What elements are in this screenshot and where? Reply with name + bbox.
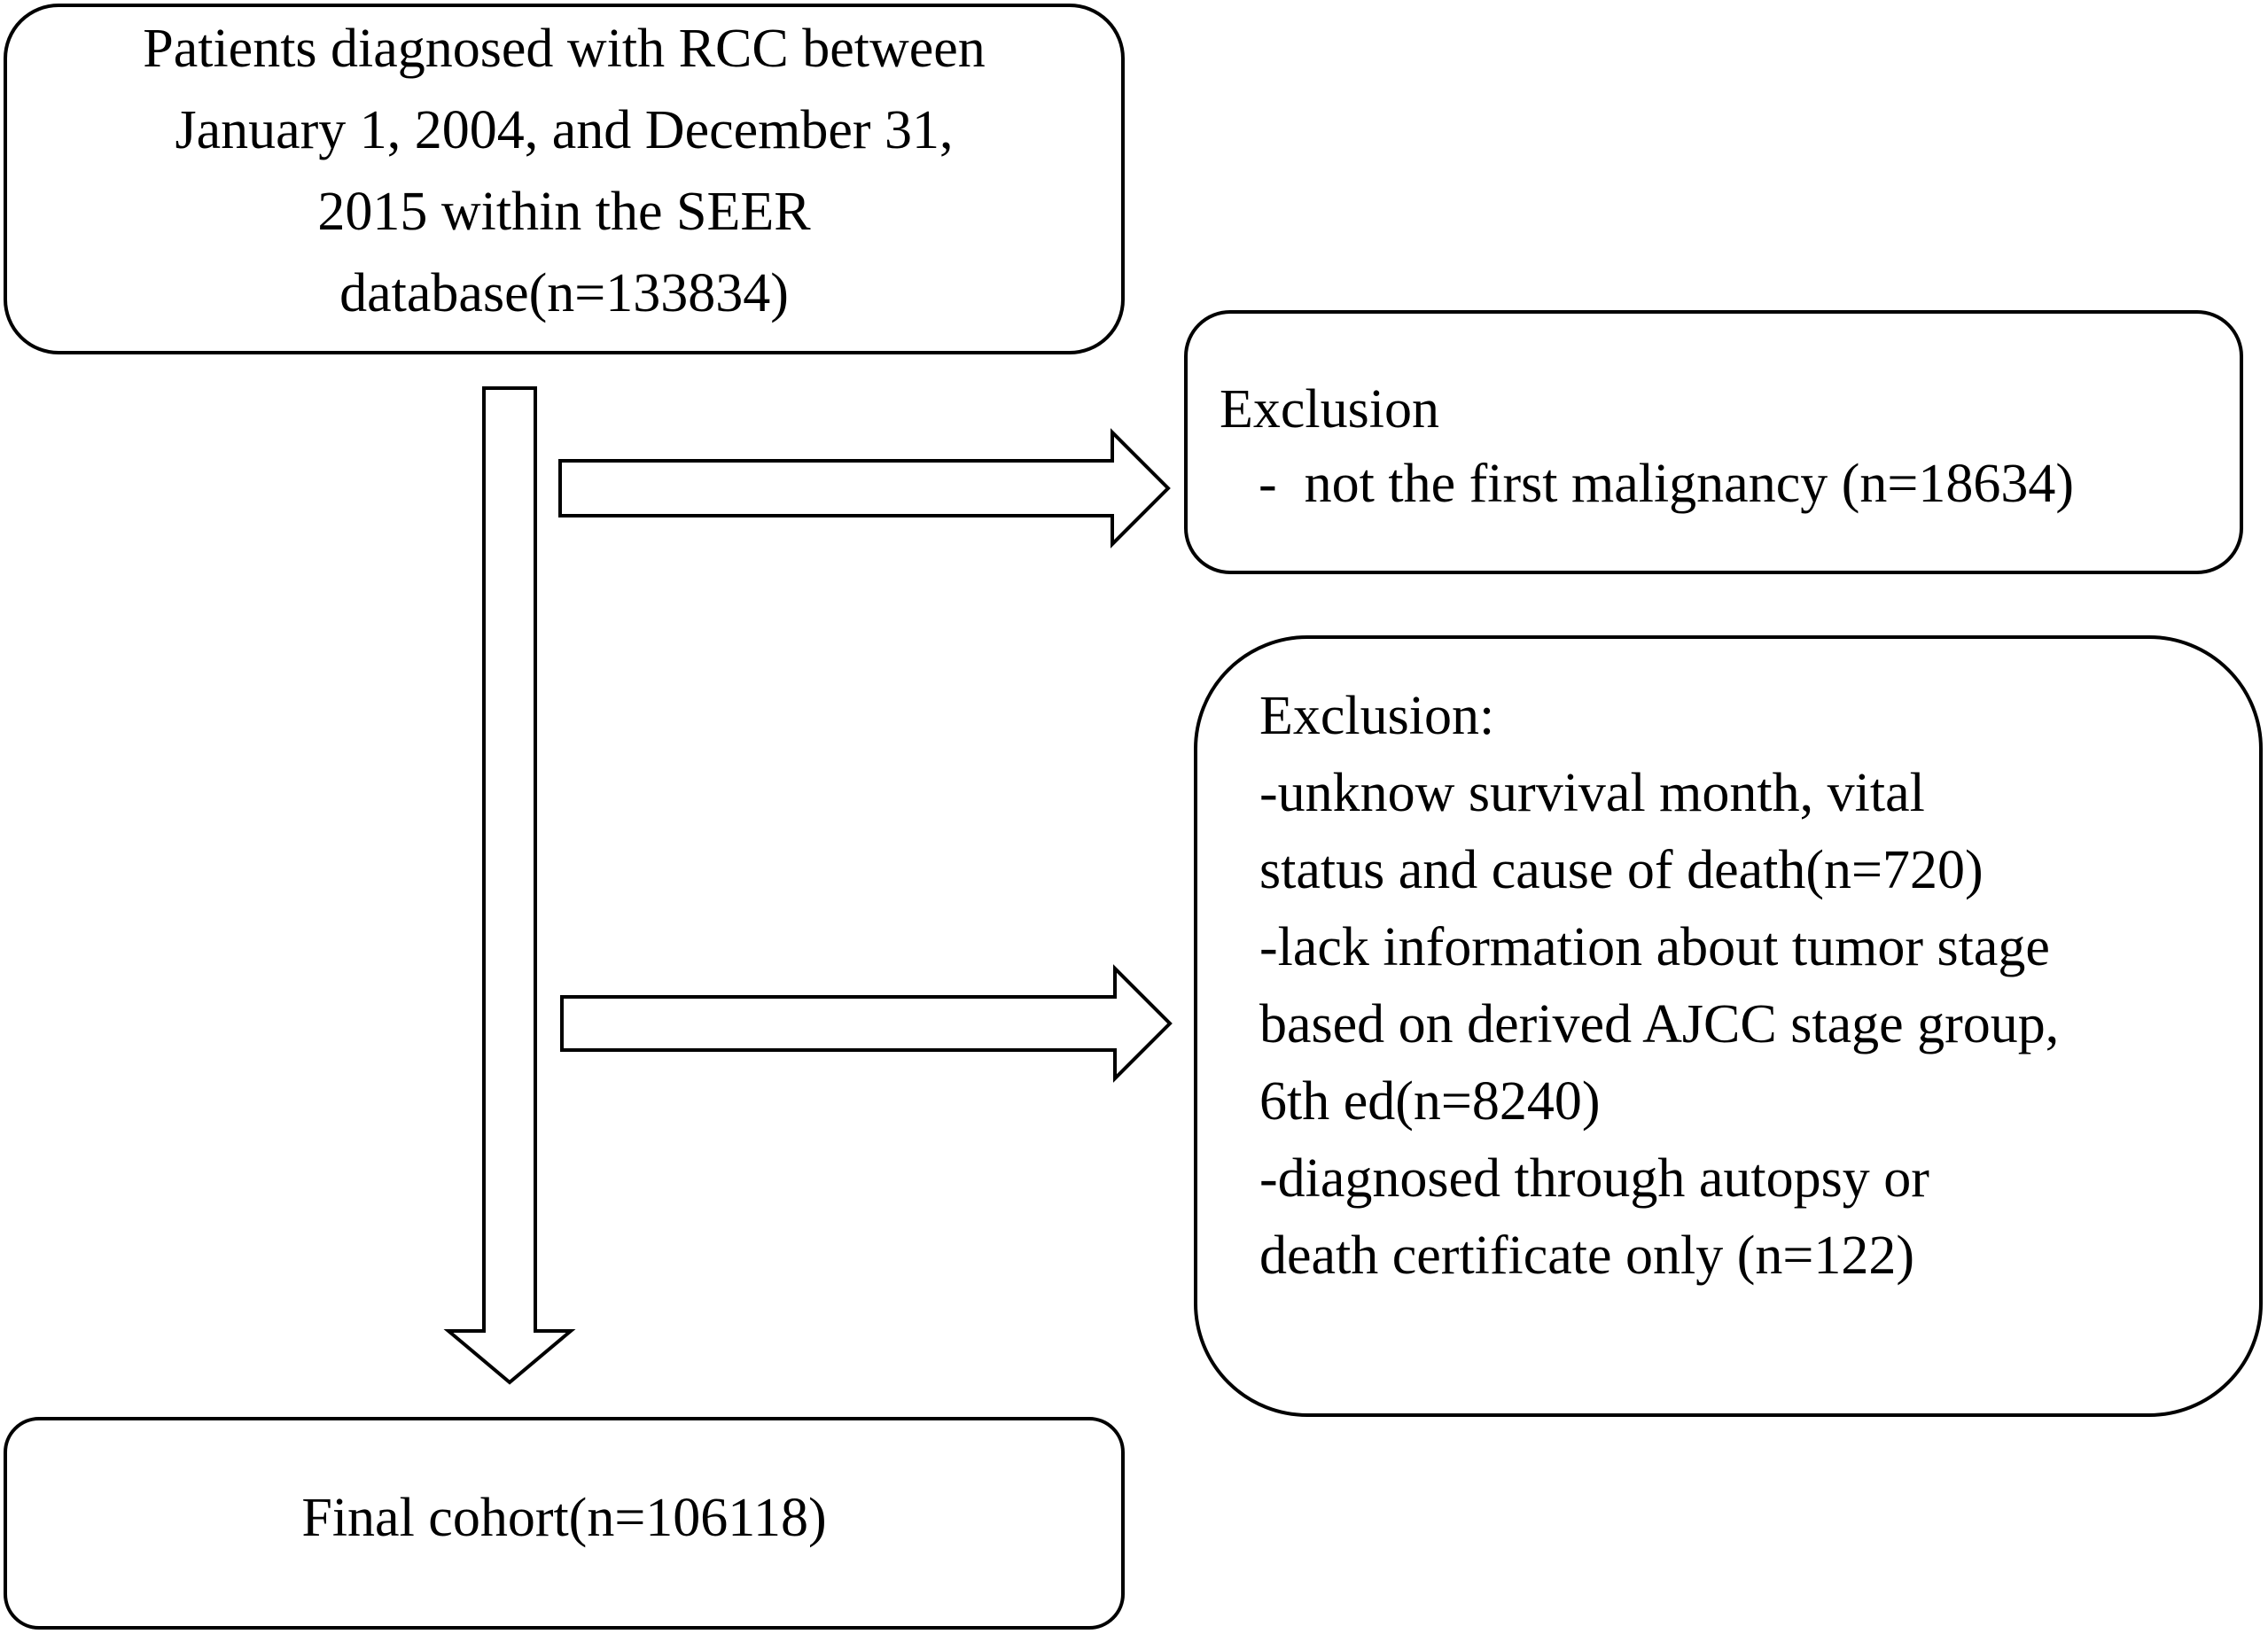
exclusion-1-item: - not the first malignancy (n=18634) <box>1259 454 2074 514</box>
start-line: Patients diagnosed with RCC between <box>143 19 986 79</box>
right-arrow-2 <box>560 964 1173 1083</box>
start-line: 2015 within the SEER <box>317 182 811 242</box>
exclusion-2-line: based on derived AJCC stage group, <box>1259 994 2060 1054</box>
exclusion-2-line: status and cause of death(n=720) <box>1259 840 1984 900</box>
exclusion-2-line: -diagnosed through autopsy or <box>1259 1148 1929 1209</box>
exclusion-2-heading: Exclusion: <box>1259 686 1495 746</box>
exclusion-1-heading: Exclusion <box>1220 379 1439 440</box>
exclusion-2-line: 6th ed(n=8240) <box>1259 1071 1601 1132</box>
start-line: database(n=133834) <box>339 263 789 323</box>
exclusion-2-line: -lack information about tumor stage <box>1259 917 2050 977</box>
start-box: Patients diagnosed with RCC between Janu… <box>4 4 1125 354</box>
exclusion-2-line: death certificate only (n=122) <box>1259 1226 1915 1286</box>
exclusion-2-line: -unknow survival month, vital <box>1259 763 1925 823</box>
final-cohort-box: Final cohort(n=106118) <box>4 1417 1125 1630</box>
start-box-text: Patients diagnosed with RCC between Janu… <box>143 8 986 334</box>
start-line: January 1, 2004, and December 31, <box>175 100 954 160</box>
exclusion-box-2: Exclusion: -unknow survival month, vital… <box>1194 635 2263 1417</box>
down-arrow <box>443 386 576 1385</box>
right-arrow-1 <box>558 428 1171 549</box>
final-cohort-label: Final cohort(n=106118) <box>301 1488 827 1548</box>
exclusion-box-1: Exclusion - not the first malignancy (n=… <box>1184 310 2243 574</box>
exclusion-2-text: Exclusion: -unknow survival month, vital… <box>1259 678 2059 1295</box>
